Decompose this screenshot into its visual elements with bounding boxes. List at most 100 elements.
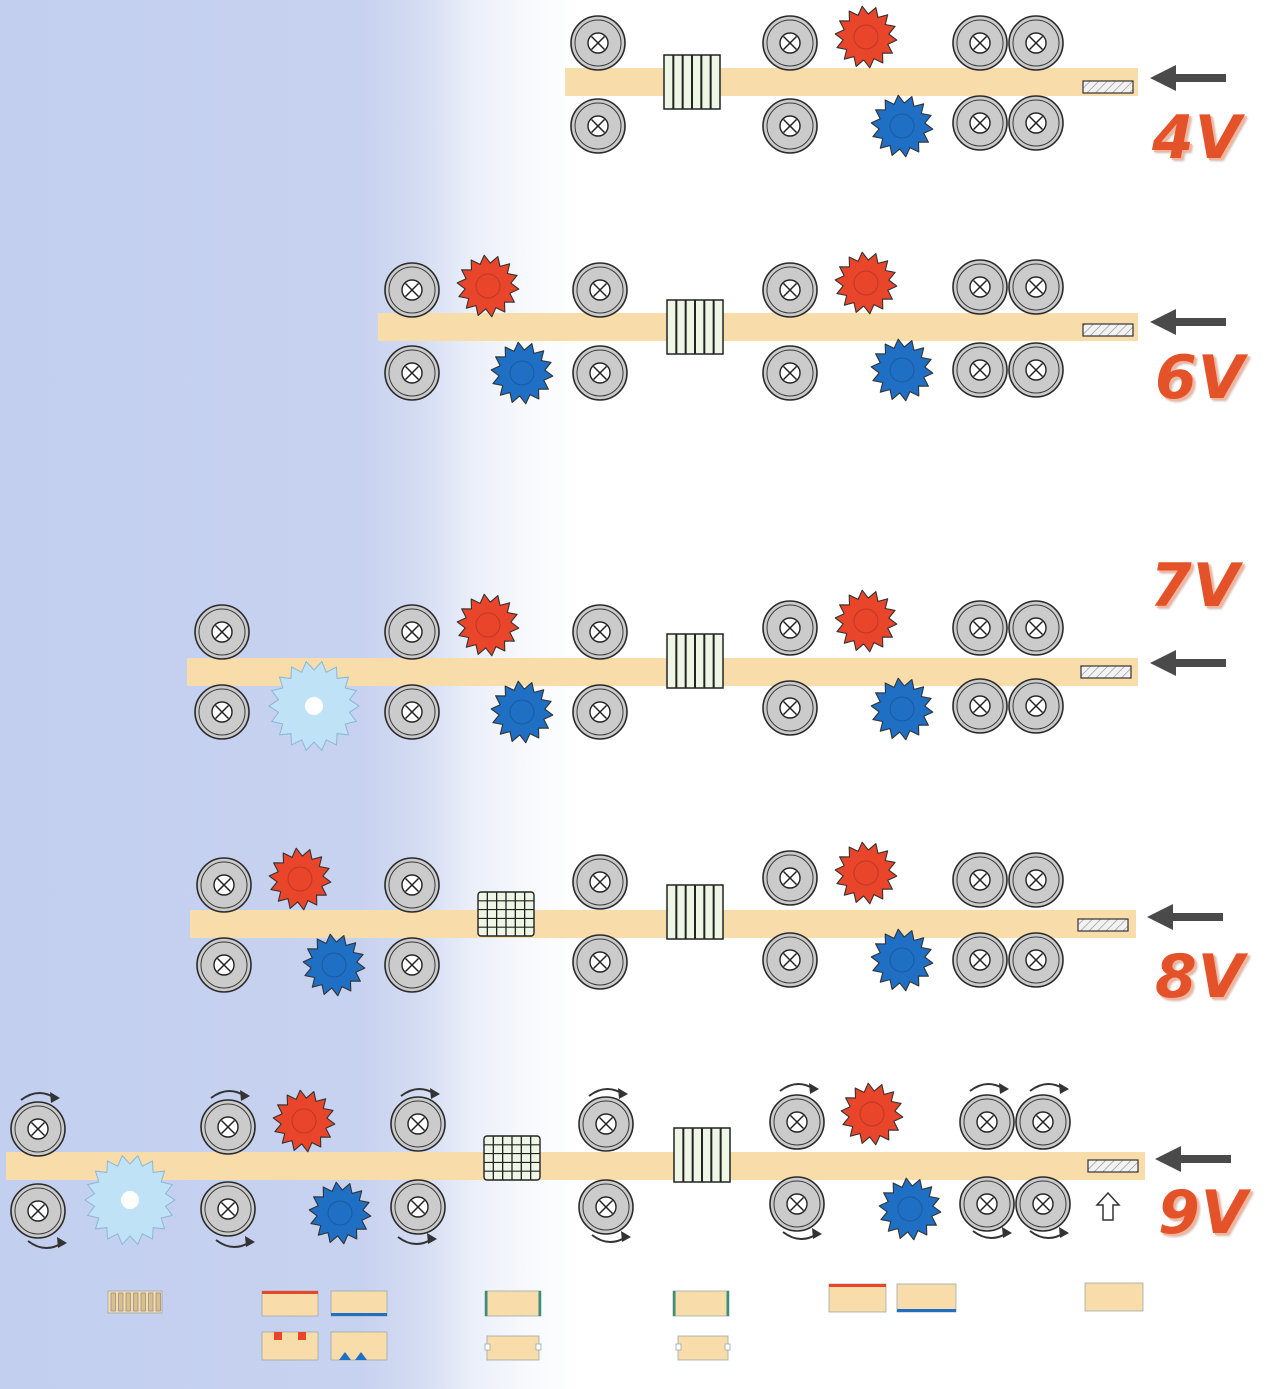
board-profile-icon [828, 1283, 887, 1313]
bottom-cutter-icon [870, 928, 934, 992]
feed-roller-icon [390, 1179, 446, 1235]
feed-roller-icon [762, 345, 818, 401]
feed-roller-icon [384, 857, 440, 913]
vertical-cutter-icon [673, 1127, 731, 1183]
profile-cutter-icon [483, 1135, 541, 1181]
feed-roller-icon [952, 932, 1008, 988]
board-profile-icon [672, 1290, 730, 1317]
feed-roller-icon [762, 262, 818, 318]
feed-direction-arrow-icon [1150, 309, 1226, 335]
vertical-cutter-icon [666, 633, 724, 689]
board-profile-icon [261, 1331, 319, 1361]
board-profile-icon [484, 1335, 542, 1361]
feed-roller-icon [1008, 95, 1064, 151]
circular-saw-icon [84, 1154, 176, 1246]
feed-roller-icon [959, 1176, 1015, 1232]
variant-label-8v: 8V [1155, 942, 1246, 1012]
circular-saw-icon [268, 660, 360, 752]
feed-roller-icon [762, 932, 818, 988]
feed-roller-icon [390, 1096, 446, 1152]
feed-roller-icon [762, 15, 818, 71]
profile-cutter-icon [477, 891, 535, 937]
board-profile-icon [330, 1290, 388, 1317]
top-cutter-icon [268, 847, 332, 911]
feed-roller-icon [1008, 342, 1064, 398]
infeed-table-icon [1082, 80, 1134, 94]
feed-roller-icon [1008, 600, 1064, 656]
feed-direction-arrow-icon [1155, 1146, 1231, 1172]
feed-roller-icon [572, 684, 628, 740]
rotation-arrow-icon [782, 1228, 822, 1240]
infeed-table-icon [1082, 323, 1134, 337]
feed-roller-icon [200, 1099, 256, 1155]
feed-direction-arrow-icon [1150, 650, 1226, 676]
feed-roller-icon [762, 680, 818, 736]
rotation-arrow-icon [27, 1237, 67, 1249]
feed-roller-icon [384, 604, 440, 660]
bottom-cutter-icon [878, 1177, 942, 1241]
bottom-cutter-icon [870, 338, 934, 402]
rotation-arrow-icon [1029, 1227, 1069, 1239]
feed-roller-icon [384, 937, 440, 993]
feed-roller-icon [572, 345, 628, 401]
feed-roller-icon [194, 684, 250, 740]
feed-roller-icon [952, 678, 1008, 734]
top-cutter-icon [272, 1089, 336, 1153]
rotation-arrow-icon [779, 1083, 819, 1094]
feed-roller-icon [570, 98, 626, 154]
rotation-arrow-icon [591, 1231, 631, 1243]
vertical-cutter-icon [666, 884, 724, 940]
feed-roller-icon [1015, 1094, 1071, 1150]
workpiece-board [565, 68, 1138, 96]
up-arrow-icon [1095, 1191, 1121, 1221]
rotation-arrow-icon [969, 1083, 1009, 1094]
top-cutter-icon [834, 251, 898, 315]
feed-direction-arrow-icon [1150, 65, 1226, 91]
feed-roller-icon [578, 1096, 634, 1152]
feed-direction-arrow-icon [1147, 904, 1223, 930]
feed-roller-icon [196, 857, 252, 913]
workpiece-board [6, 1152, 1145, 1180]
feed-roller-icon [952, 15, 1008, 71]
board-profile-icon [330, 1331, 388, 1361]
feed-roller-icon [196, 937, 252, 993]
rotation-arrow-icon [20, 1092, 60, 1103]
variant-label-4v: 4V [1152, 103, 1243, 173]
bottom-cutter-icon [870, 94, 934, 158]
bottom-cutter-icon [490, 680, 554, 744]
rotation-arrow-icon [588, 1088, 628, 1099]
feed-roller-icon [572, 604, 628, 660]
workpiece-board [190, 910, 1136, 938]
top-cutter-icon [456, 254, 520, 318]
rotation-arrow-icon [400, 1088, 440, 1099]
feed-roller-icon [1008, 15, 1064, 71]
feed-roller-icon [959, 1094, 1015, 1150]
bottom-cutter-icon [490, 341, 554, 405]
feed-roller-icon [384, 262, 440, 318]
infeed-table-icon [1080, 665, 1132, 679]
workpiece-board [378, 313, 1138, 341]
board-profile-icon [484, 1290, 542, 1317]
feed-roller-icon [384, 684, 440, 740]
feed-roller-icon [1008, 852, 1064, 908]
feed-roller-icon [572, 262, 628, 318]
feed-roller-icon [10, 1101, 66, 1157]
top-cutter-icon [840, 1082, 904, 1146]
feed-roller-icon [572, 934, 628, 990]
bottom-cutter-icon [308, 1181, 372, 1245]
rotation-arrow-icon [397, 1233, 437, 1245]
feed-roller-icon [10, 1183, 66, 1239]
infeed-table-icon [1087, 1159, 1139, 1173]
board-profile-icon [896, 1283, 957, 1313]
feed-roller-icon [1008, 678, 1064, 734]
feed-roller-icon [952, 259, 1008, 315]
top-cutter-icon [834, 5, 898, 69]
feed-roller-icon [769, 1176, 825, 1232]
feed-roller-icon [384, 345, 440, 401]
feed-roller-icon [762, 850, 818, 906]
top-cutter-icon [456, 593, 520, 657]
board-profile-icon [1084, 1282, 1144, 1312]
rotation-arrow-icon [210, 1090, 250, 1101]
variant-label-9v: 9V [1158, 1178, 1249, 1248]
